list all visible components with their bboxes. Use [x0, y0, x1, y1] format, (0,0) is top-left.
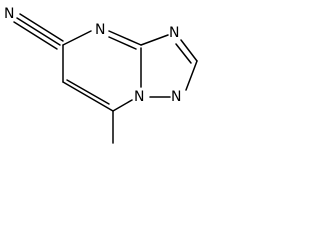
- molecule-canvas: N N N N N: [0, 0, 212, 152]
- bond-nitrile-1: [19, 13, 64, 42]
- bond-n3-c2-a: [180, 39, 198, 62]
- ring-nitrogen-top-label: N: [95, 22, 105, 38]
- bond-n4-c3a-a: [108, 30, 142, 46]
- bond-n3-c2-b: [175, 43, 192, 64]
- bond-nitrile-2: [16, 17, 61, 46]
- bond-c5-n4: [62, 30, 92, 46]
- ring-nitrogen-bottom-label: N: [171, 89, 181, 105]
- molecule-structure: N N N N N: [4, 6, 198, 144]
- bond-nitrile-3: [13, 21, 58, 50]
- ring-nitrogen-right-label: N: [169, 25, 179, 41]
- bond-c3a-n3: [140, 34, 169, 46]
- bond-n8-c7: [112, 99, 133, 112]
- bond-n4-c3a-b: [108, 36, 137, 50]
- bond-c7-c6-a: [62, 81, 114, 112]
- ring-nitrogen-bridge-label: N: [134, 89, 144, 105]
- bond-c2-n1: [185, 60, 198, 91]
- bond-c7-c6-b: [66, 79, 110, 105]
- nitrile-nitrogen-label: N: [4, 6, 14, 22]
